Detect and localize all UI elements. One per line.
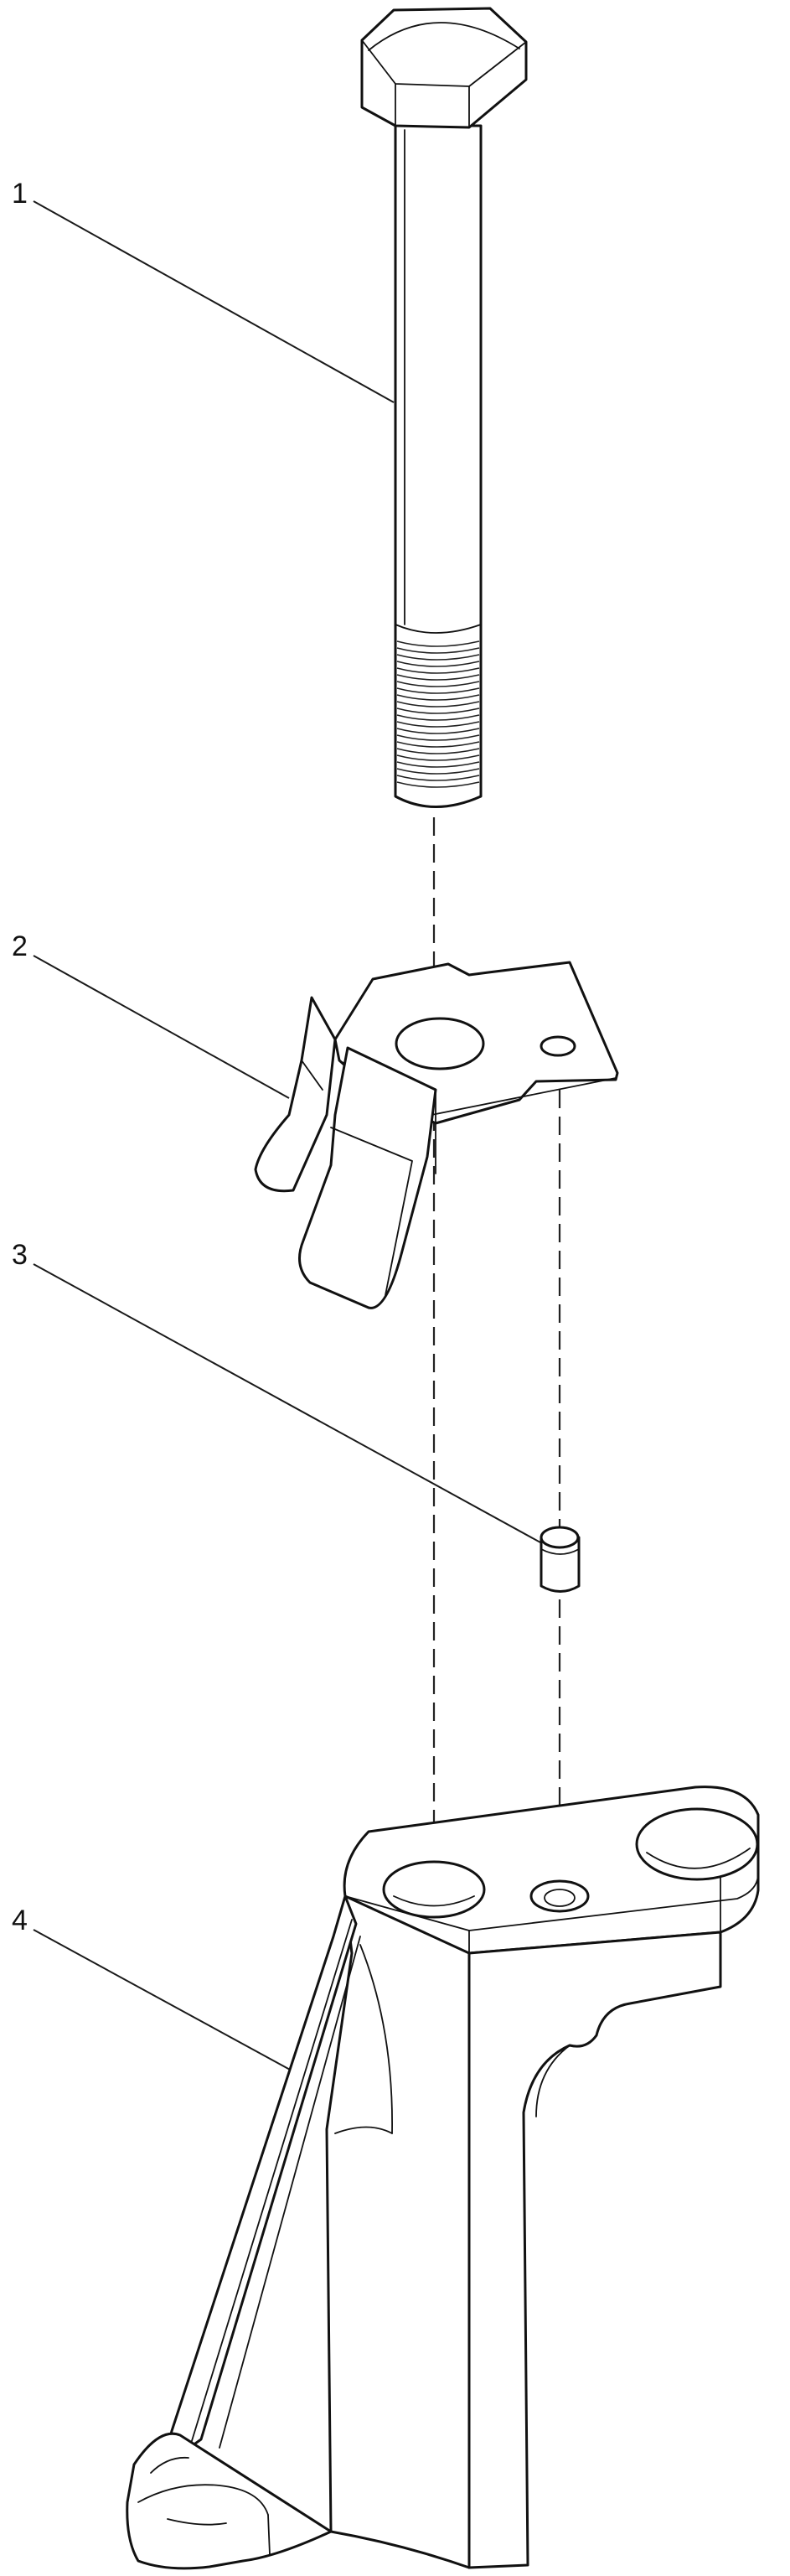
bolt-thread-line — [396, 768, 480, 775]
callout-2-leader — [33, 955, 290, 1099]
part-4-mounting-bracket — [126, 1786, 760, 2570]
callout-4-label: 4 — [12, 1905, 28, 1936]
bolt-shank — [394, 124, 483, 808]
bracket-column — [325, 1894, 471, 2569]
bolt-thread-line — [396, 674, 480, 681]
clip-spring-leg-bend — [330, 1127, 413, 1296]
bolt-thread-line — [396, 754, 480, 761]
pin-chamfer — [540, 1548, 580, 1555]
bracket-bolt-hole-inner — [393, 1895, 475, 1907]
bolt-thread-line — [396, 748, 480, 754]
bracket-bolt-hole — [382, 1860, 486, 1919]
callout-4-leader — [33, 1929, 292, 2071]
bolt-thread-line — [396, 701, 480, 707]
clip-bolt-hole — [395, 1017, 485, 1070]
bolt-thread-line — [396, 761, 480, 768]
callout-3: 3 — [12, 1239, 541, 1543]
clip-left-tab-fold — [301, 1060, 323, 1091]
callout-3-label: 3 — [12, 1239, 28, 1271]
clip-left-tab — [254, 996, 337, 1193]
bolt-thread-line — [396, 694, 480, 701]
bolt-thread-line — [396, 721, 480, 728]
clip-pin-hole — [540, 1035, 576, 1057]
bolt-thread-line — [396, 775, 480, 781]
part-1-hex-bolt — [360, 7, 528, 808]
callout-4: 4 — [12, 1905, 292, 2071]
bolt-thread-line — [396, 640, 480, 647]
bracket-large-hole-inner — [646, 1848, 751, 1869]
bolt-thread-line — [396, 741, 480, 748]
bolt-hex-head — [360, 7, 528, 129]
callout-2: 2 — [12, 930, 290, 1099]
callout-2-label: 2 — [12, 930, 28, 962]
bracket-column-fillet — [359, 1944, 393, 2134]
bracket-foot-marks — [167, 2518, 227, 2526]
bolt-threads — [396, 640, 480, 788]
bracket-pin-hole — [529, 1879, 590, 1913]
bracket-column-transition — [334, 2126, 393, 2134]
bolt-thread-line — [396, 681, 480, 687]
callout-1: 1 — [12, 178, 395, 403]
bolt-thread-line — [396, 661, 480, 667]
bolt-thread-line — [396, 707, 480, 714]
bolt-thread-start — [395, 624, 482, 634]
bolt-thread-line — [396, 714, 480, 721]
bracket-top-edge — [344, 1873, 759, 1931]
bracket-foot-top — [137, 2484, 269, 2516]
pin-body — [540, 1536, 581, 1593]
bracket-right-arm — [467, 1931, 722, 2569]
bolt-head-top-edge — [361, 39, 527, 87]
bolt-thread-line — [396, 654, 480, 661]
bracket-foot-fillet — [150, 2456, 189, 2474]
bracket-arm-fillet — [535, 2045, 571, 2117]
bolt-thread-line — [396, 667, 480, 674]
part-3-dowel-pin — [540, 1526, 581, 1593]
bolt-thread-line — [396, 728, 480, 734]
bolt-thread-line — [396, 647, 480, 654]
callout-3-leader — [33, 1263, 541, 1543]
pin-top — [540, 1526, 580, 1549]
bracket-foot-edge — [267, 2514, 271, 2556]
bracket-rib-inner-edge — [219, 1936, 361, 2449]
bracket-rib-edge — [190, 1919, 353, 2444]
bolt-head-chamfer — [368, 22, 520, 51]
callout-1-leader — [33, 200, 395, 403]
bolt-thread-line — [396, 734, 480, 741]
part-2-spring-clip — [254, 961, 619, 1309]
bolt-thread-line — [396, 781, 480, 788]
callout-1-label: 1 — [12, 178, 28, 210]
bracket-pin-hole-inner — [544, 1889, 576, 1907]
clip-spring-leg — [298, 1046, 437, 1309]
bracket-base-foot — [126, 2432, 333, 2570]
bolt-thread-line — [396, 687, 480, 694]
